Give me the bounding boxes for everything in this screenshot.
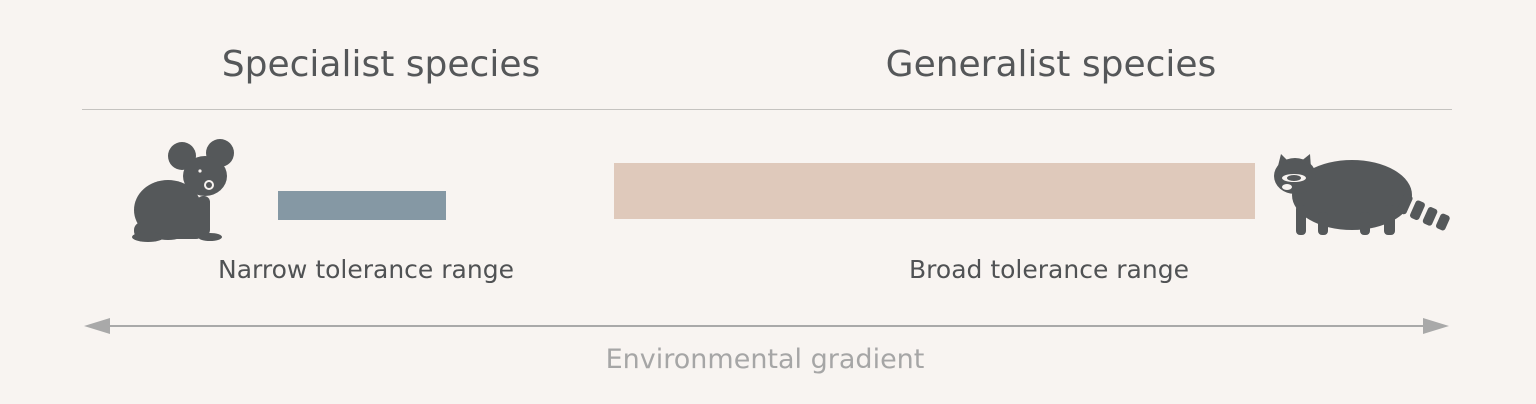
raccoon-icon (1274, 154, 1450, 235)
koala-icon (132, 139, 234, 242)
gradient-arrow (84, 318, 1449, 334)
header-divider (82, 109, 1452, 110)
narrow-tolerance-label: Narrow tolerance range (218, 255, 514, 284)
broad-tolerance-label: Broad tolerance range (909, 255, 1189, 284)
specialist-heading: Specialist species (221, 44, 541, 85)
broad-tolerance-bar (614, 163, 1255, 219)
narrow-tolerance-bar (278, 191, 446, 220)
gradient-axis-label: Environmental gradient (605, 344, 925, 375)
generalist-heading: Generalist species (885, 44, 1217, 85)
